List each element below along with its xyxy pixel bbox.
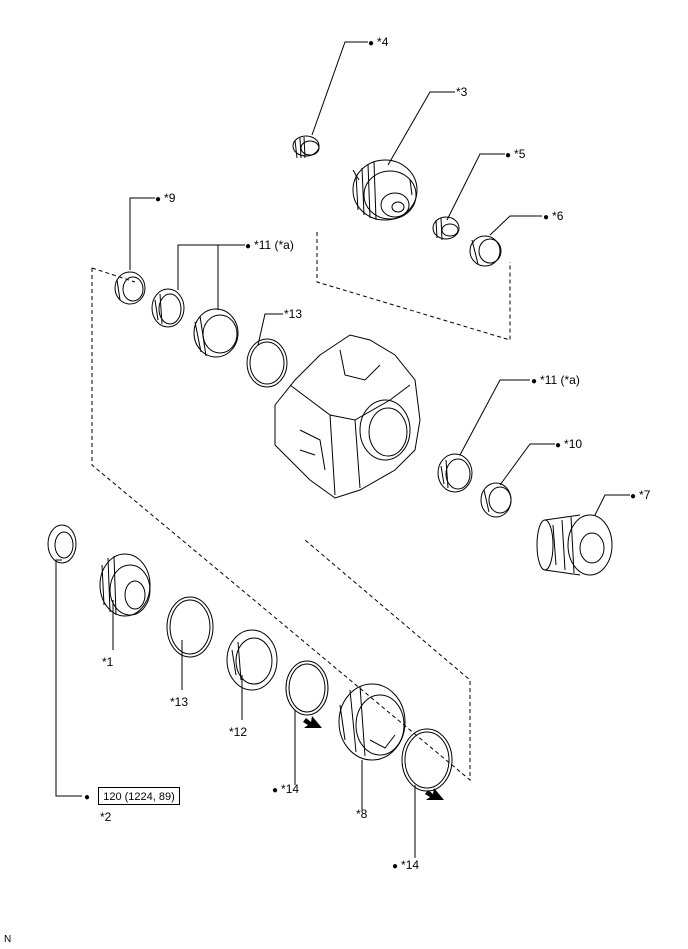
differential-gear-3 bbox=[352, 159, 418, 221]
leader-2 bbox=[55, 559, 82, 797]
callout-14-left: ●*14 bbox=[272, 782, 300, 796]
callout-4: ●*4 bbox=[368, 35, 389, 49]
thrust-washer-2 bbox=[47, 524, 77, 564]
outer-race-11 bbox=[193, 308, 239, 358]
bearing-12 bbox=[226, 629, 278, 691]
o-ring-14-right bbox=[401, 728, 453, 792]
callout-9: ●*9 bbox=[155, 191, 176, 205]
leader-11b bbox=[459, 379, 530, 456]
callout-13-upper: *13 bbox=[284, 307, 303, 321]
callout-7: ●*7 bbox=[630, 488, 651, 502]
leader-13a bbox=[257, 313, 283, 346]
callout-6: ●*6 bbox=[543, 209, 564, 223]
callout-5: ●*5 bbox=[505, 147, 526, 161]
dashed-outline-upper bbox=[316, 232, 511, 341]
leader-3 bbox=[387, 91, 455, 166]
callout-13-lower: *13 bbox=[170, 695, 189, 709]
gear-1 bbox=[99, 553, 151, 617]
leader-5 bbox=[446, 153, 505, 221]
transaxle-housing bbox=[274, 334, 421, 499]
callout-14-right: ●*14 bbox=[392, 858, 420, 872]
leader-11a bbox=[177, 244, 245, 310]
bearing-5 bbox=[432, 216, 460, 241]
leader-4 bbox=[311, 41, 368, 136]
snap-ring-13-upper bbox=[246, 338, 288, 388]
callout-8: *8 bbox=[356, 807, 368, 821]
differential-case-7 bbox=[536, 514, 613, 576]
arrow-icon bbox=[425, 788, 444, 800]
callout-11-right: ●*11 (*a) bbox=[531, 373, 580, 387]
corner-mark: N bbox=[4, 934, 12, 945]
leader-7 bbox=[594, 494, 630, 516]
leader-10 bbox=[499, 443, 555, 486]
outer-race-10 bbox=[480, 482, 512, 518]
outer-race-9 bbox=[114, 271, 146, 305]
leader-9 bbox=[129, 197, 155, 270]
callout-10: ●*10 bbox=[555, 437, 583, 451]
o-ring-14-left bbox=[285, 660, 329, 716]
callout-11-upper: ●*11 (*a) bbox=[245, 238, 294, 252]
outer-race-6 bbox=[469, 235, 502, 267]
bearing-4 bbox=[292, 135, 320, 159]
snap-ring-13-lower bbox=[166, 596, 214, 658]
arrow-icon bbox=[303, 716, 322, 728]
bearing-11-right bbox=[437, 453, 473, 493]
callout-12: *12 bbox=[229, 725, 248, 739]
torque-spec-box: 120 (1224, 89) bbox=[98, 787, 180, 805]
torque-bullet: ● bbox=[84, 792, 91, 803]
bearing-11-left bbox=[151, 288, 185, 328]
callout-1: *1 bbox=[102, 655, 114, 669]
cover-8 bbox=[338, 683, 406, 761]
dashed-outline-main bbox=[91, 268, 471, 782]
callout-2: *2 bbox=[100, 810, 112, 824]
leader-6 bbox=[489, 215, 542, 236]
callout-3: *3 bbox=[456, 85, 468, 99]
